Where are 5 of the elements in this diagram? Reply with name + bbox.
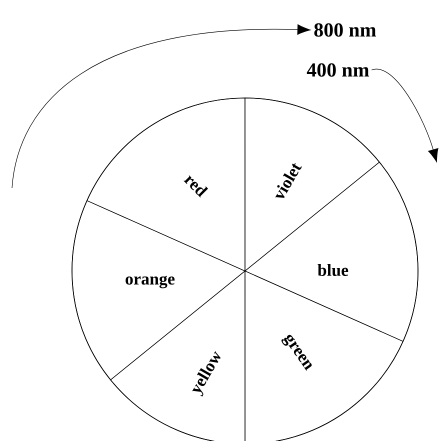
wheel-sector: red (86, 98, 246, 272)
wavelength-label: 400 nm (306, 63, 370, 77)
curved-arrow (12, 24, 311, 188)
wavelength-label: 800 nm (314, 23, 376, 37)
curved-arrow (371, 68, 438, 162)
